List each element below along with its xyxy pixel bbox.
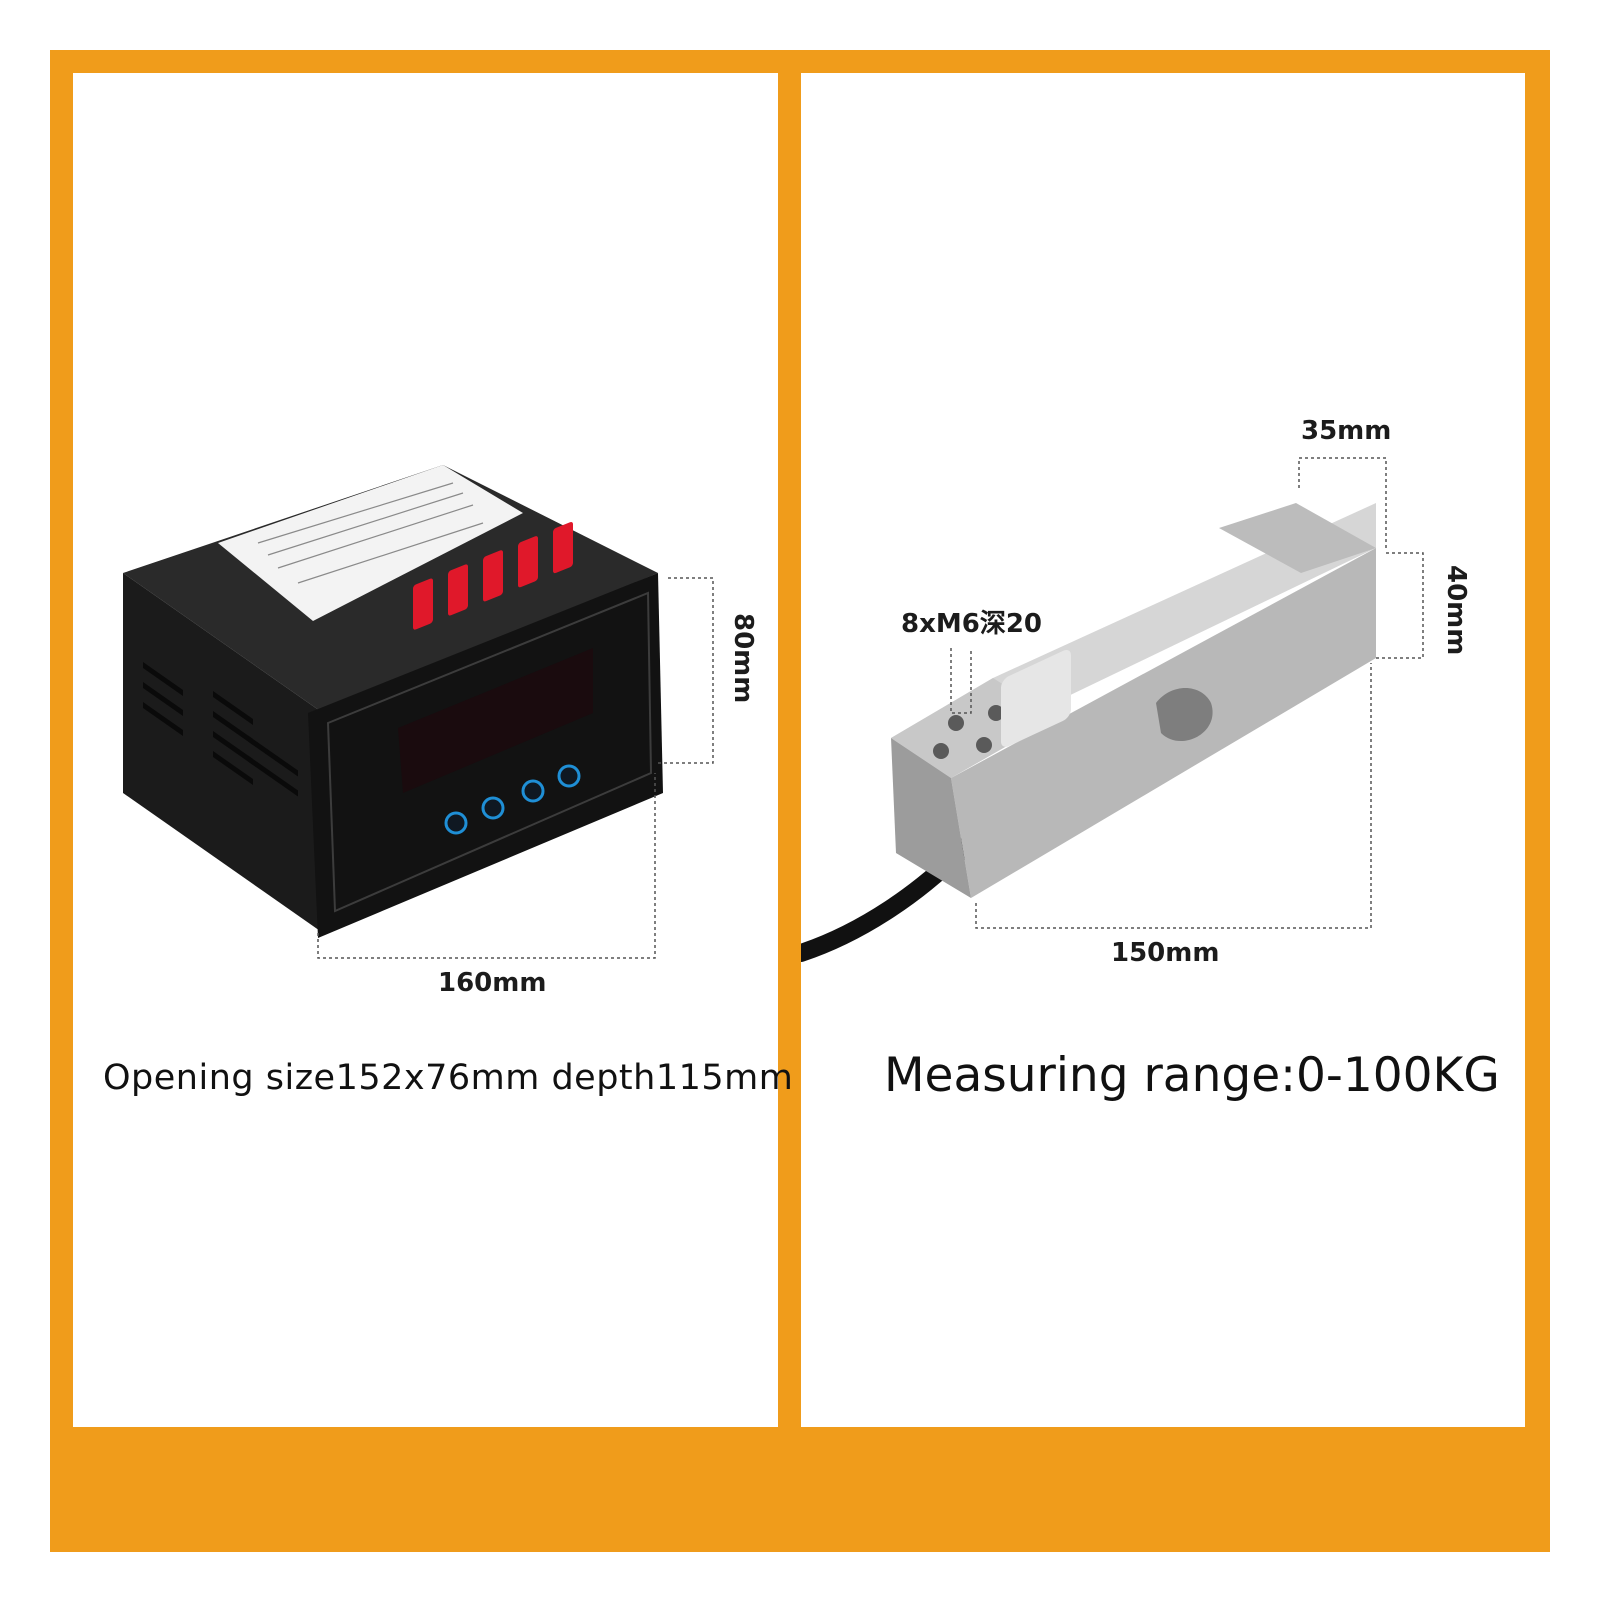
dimension-lines-right [950, 457, 1424, 929]
dimension-top-width: 35mm [1301, 416, 1392, 446]
mounting-holes [933, 705, 1004, 759]
measuring-range-caption: Measuring range:0-100KG [884, 1048, 1500, 1103]
indicator-illustration [123, 465, 714, 959]
front-panel-outline [326, 591, 653, 913]
mounting-block-end [891, 738, 971, 898]
indicator-top-face [123, 465, 658, 713]
dimension-length: 150mm [1111, 938, 1220, 968]
load-cell-illustration [801, 457, 1424, 962]
display-digits [413, 521, 573, 630]
button-down [557, 764, 581, 788]
spec-label-sticker [218, 465, 523, 621]
dimension-width: 160mm [438, 968, 547, 998]
button-up [521, 779, 545, 803]
dimension-side-height: 40mm [1441, 565, 1471, 656]
button-enter [444, 811, 468, 835]
spec-label-lines [257, 482, 484, 584]
right-panel: 35mm 40mm 8xM6深20 150mm Measuring range:… [801, 73, 1525, 1427]
front-buttons [444, 764, 581, 835]
strain-gauge-window [1001, 650, 1071, 747]
dimension-lines-left [317, 577, 714, 959]
vent-slots [143, 662, 298, 797]
digit-display [398, 648, 593, 793]
opening-size-caption: Opening size152x76mm depth115mm [103, 1058, 794, 1098]
orange-frame: 80mm 160mm Opening size152x76mm depth115… [50, 50, 1550, 1552]
dimension-mounting-holes: 8xM6深20 [901, 609, 1043, 639]
dimension-height: 80mm [728, 613, 758, 704]
indicator-side-face [123, 573, 323, 933]
left-panel: 80mm 160mm Opening size152x76mm depth115… [73, 73, 793, 1427]
bending-slot [1156, 688, 1213, 742]
button-left [481, 796, 505, 820]
